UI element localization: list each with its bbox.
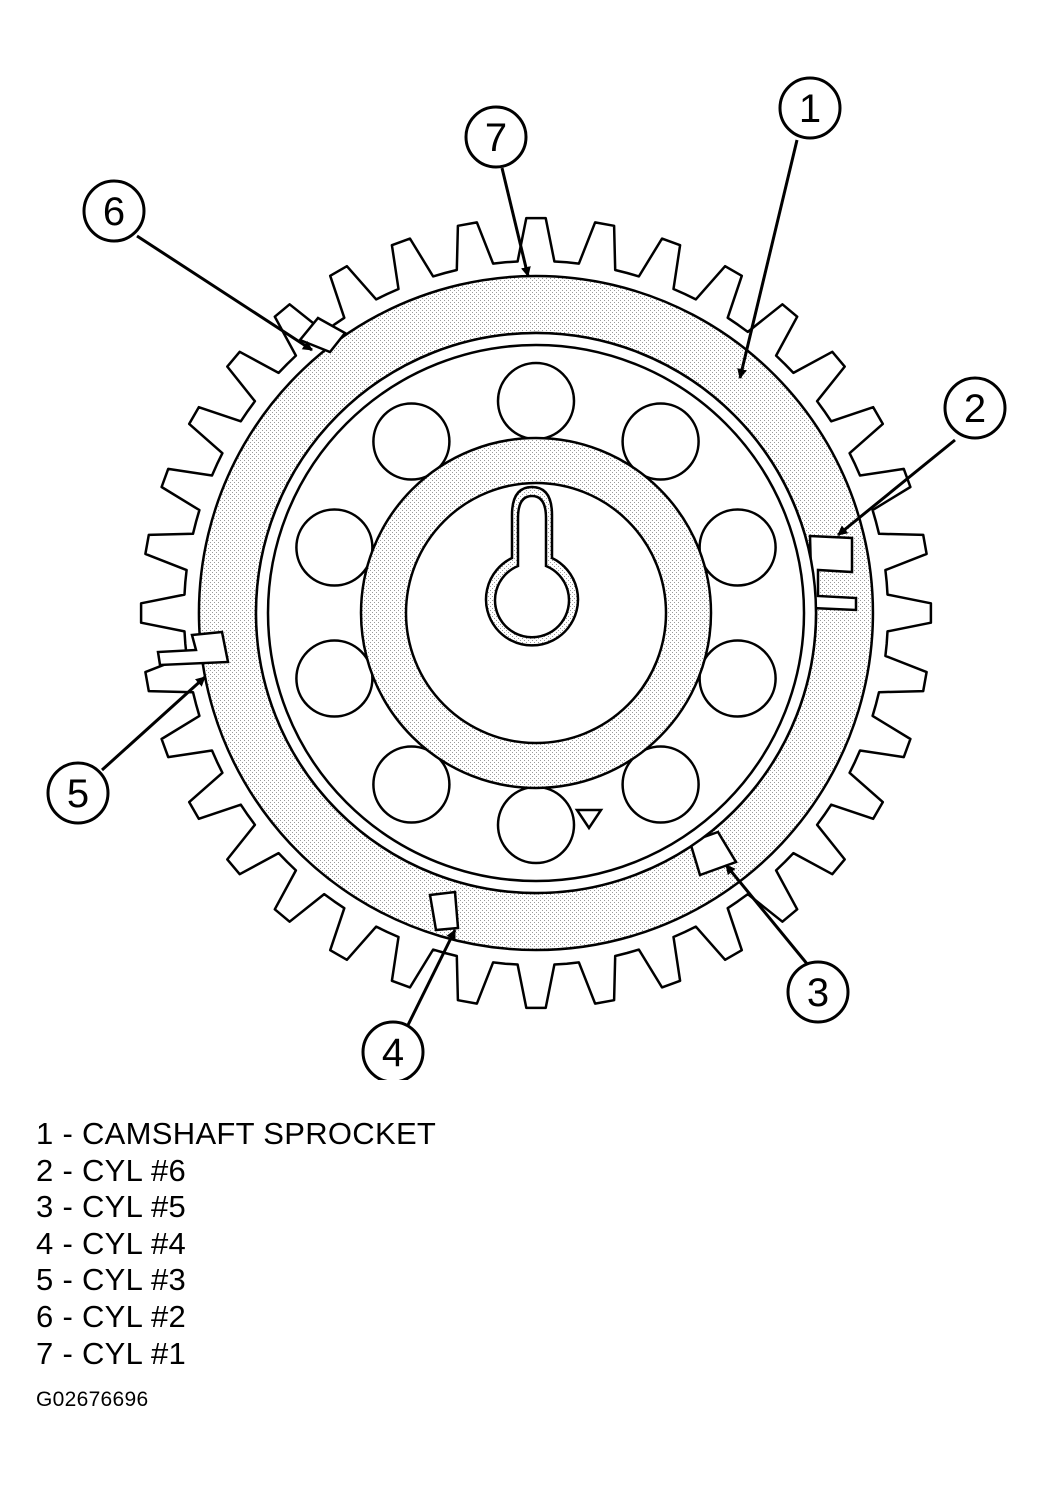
legend-item-1: 1 - CAMSHAFT SPROCKET <box>36 1116 437 1151</box>
callout-7: 7 <box>464 105 528 169</box>
leader-5 <box>100 675 207 772</box>
legend-item-7: 7 - CYL #1 <box>36 1335 187 1371</box>
callout-5-number: 5 <box>67 772 89 816</box>
bolt-hole <box>295 508 374 587</box>
callout-3-number: 3 <box>807 971 829 1015</box>
leader-6 <box>136 234 313 352</box>
callout-5: 5 <box>46 761 110 825</box>
notch-cyl-5 <box>688 830 738 877</box>
bolt-hole <box>698 508 777 587</box>
callout-1: 1 <box>778 76 842 140</box>
bolt-hole <box>295 639 374 718</box>
leader-3 <box>724 864 810 966</box>
leader-2 <box>837 438 956 537</box>
callout-1-number: 1 <box>799 87 821 131</box>
legend-item-3: 3 - CYL #5 <box>36 1189 187 1225</box>
notch-cyl-4 <box>428 890 460 932</box>
legend-item-2: 2 - CYL #6 <box>36 1152 187 1188</box>
bolt-hole <box>621 402 700 481</box>
callout-6: 6 <box>82 179 146 243</box>
callout-4-number: 4 <box>382 1031 404 1075</box>
bolt-hole <box>621 745 700 824</box>
notch-cyl-3 <box>156 630 230 667</box>
callout-6-number: 6 <box>103 190 125 234</box>
leader-lines <box>100 139 956 1026</box>
keyhole-inner <box>493 494 571 639</box>
bolt-hole <box>496 361 576 441</box>
callout-2-number: 2 <box>964 387 986 431</box>
bolt-hole <box>372 402 451 481</box>
legend-item-4: 4 - CYL #4 <box>36 1225 187 1261</box>
leader-4 <box>406 929 457 1026</box>
bolt-hole <box>496 785 576 865</box>
legend: 1 - CAMSHAFT SPROCKET 2 - CYL #6 3 - CYL… <box>36 1116 436 1372</box>
leader-7 <box>500 167 531 277</box>
legend-item-5: 5 - CYL #3 <box>36 1262 187 1298</box>
callout-2: 2 <box>943 376 1007 440</box>
callout-7-number: 7 <box>485 116 507 160</box>
timing-mark-triangle <box>574 808 604 831</box>
leader-1 <box>737 139 799 379</box>
camshaft-sprocket-diagram: 1 2 3 4 5 6 7 <box>46 76 1007 1080</box>
face-inner-ring <box>266 343 806 883</box>
callout-3: 3 <box>786 960 850 1024</box>
figure-id: G02676696 <box>36 1388 149 1411</box>
bolt-hole <box>372 745 451 824</box>
notch-cyl-6 <box>808 534 858 612</box>
legend-item-6: 6 - CYL #2 <box>36 1298 187 1334</box>
bolt-hole <box>698 639 777 718</box>
callout-4: 4 <box>361 1020 425 1080</box>
